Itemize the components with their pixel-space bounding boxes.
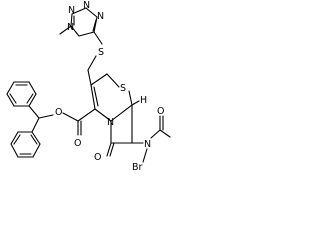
beta-lactam-o-label: O (94, 152, 101, 163)
stereo-h-label: H (140, 95, 147, 106)
tetrazole-n3-label: N (97, 11, 104, 22)
dihydrothiazine-ring (90, 73, 133, 122)
tetrazole-n1-label: N (68, 5, 75, 16)
ester-group (62, 108, 96, 136)
tetrazole-n4-label: N (67, 22, 74, 33)
chemical-structure: N N N N S S N O H O O (6, 0, 171, 173)
thioether-linker (87, 31, 103, 86)
acetamido-side-chain (131, 115, 171, 163)
amide-o-label: O (157, 106, 164, 117)
beta-lactam-ring (106, 104, 133, 157)
amide-n-label: N (144, 139, 151, 150)
bromine-label: Br (132, 162, 143, 173)
benzhydryl-group (28, 105, 54, 133)
ester-o-label: O (55, 107, 62, 118)
phenyl-ring-upper (6, 81, 37, 107)
beta-lactam-n-label: N (107, 117, 114, 128)
ester-carbonyl-o-label: O (74, 138, 81, 149)
ring-s-label: S (120, 83, 126, 94)
stereo-h-bond (131, 100, 140, 106)
tetrazole-n2-label: N (83, 0, 90, 11)
thioether-s-label: S (98, 47, 104, 58)
tetrazole-ring (59, 7, 98, 37)
phenyl-ring-lower (10, 131, 41, 158)
